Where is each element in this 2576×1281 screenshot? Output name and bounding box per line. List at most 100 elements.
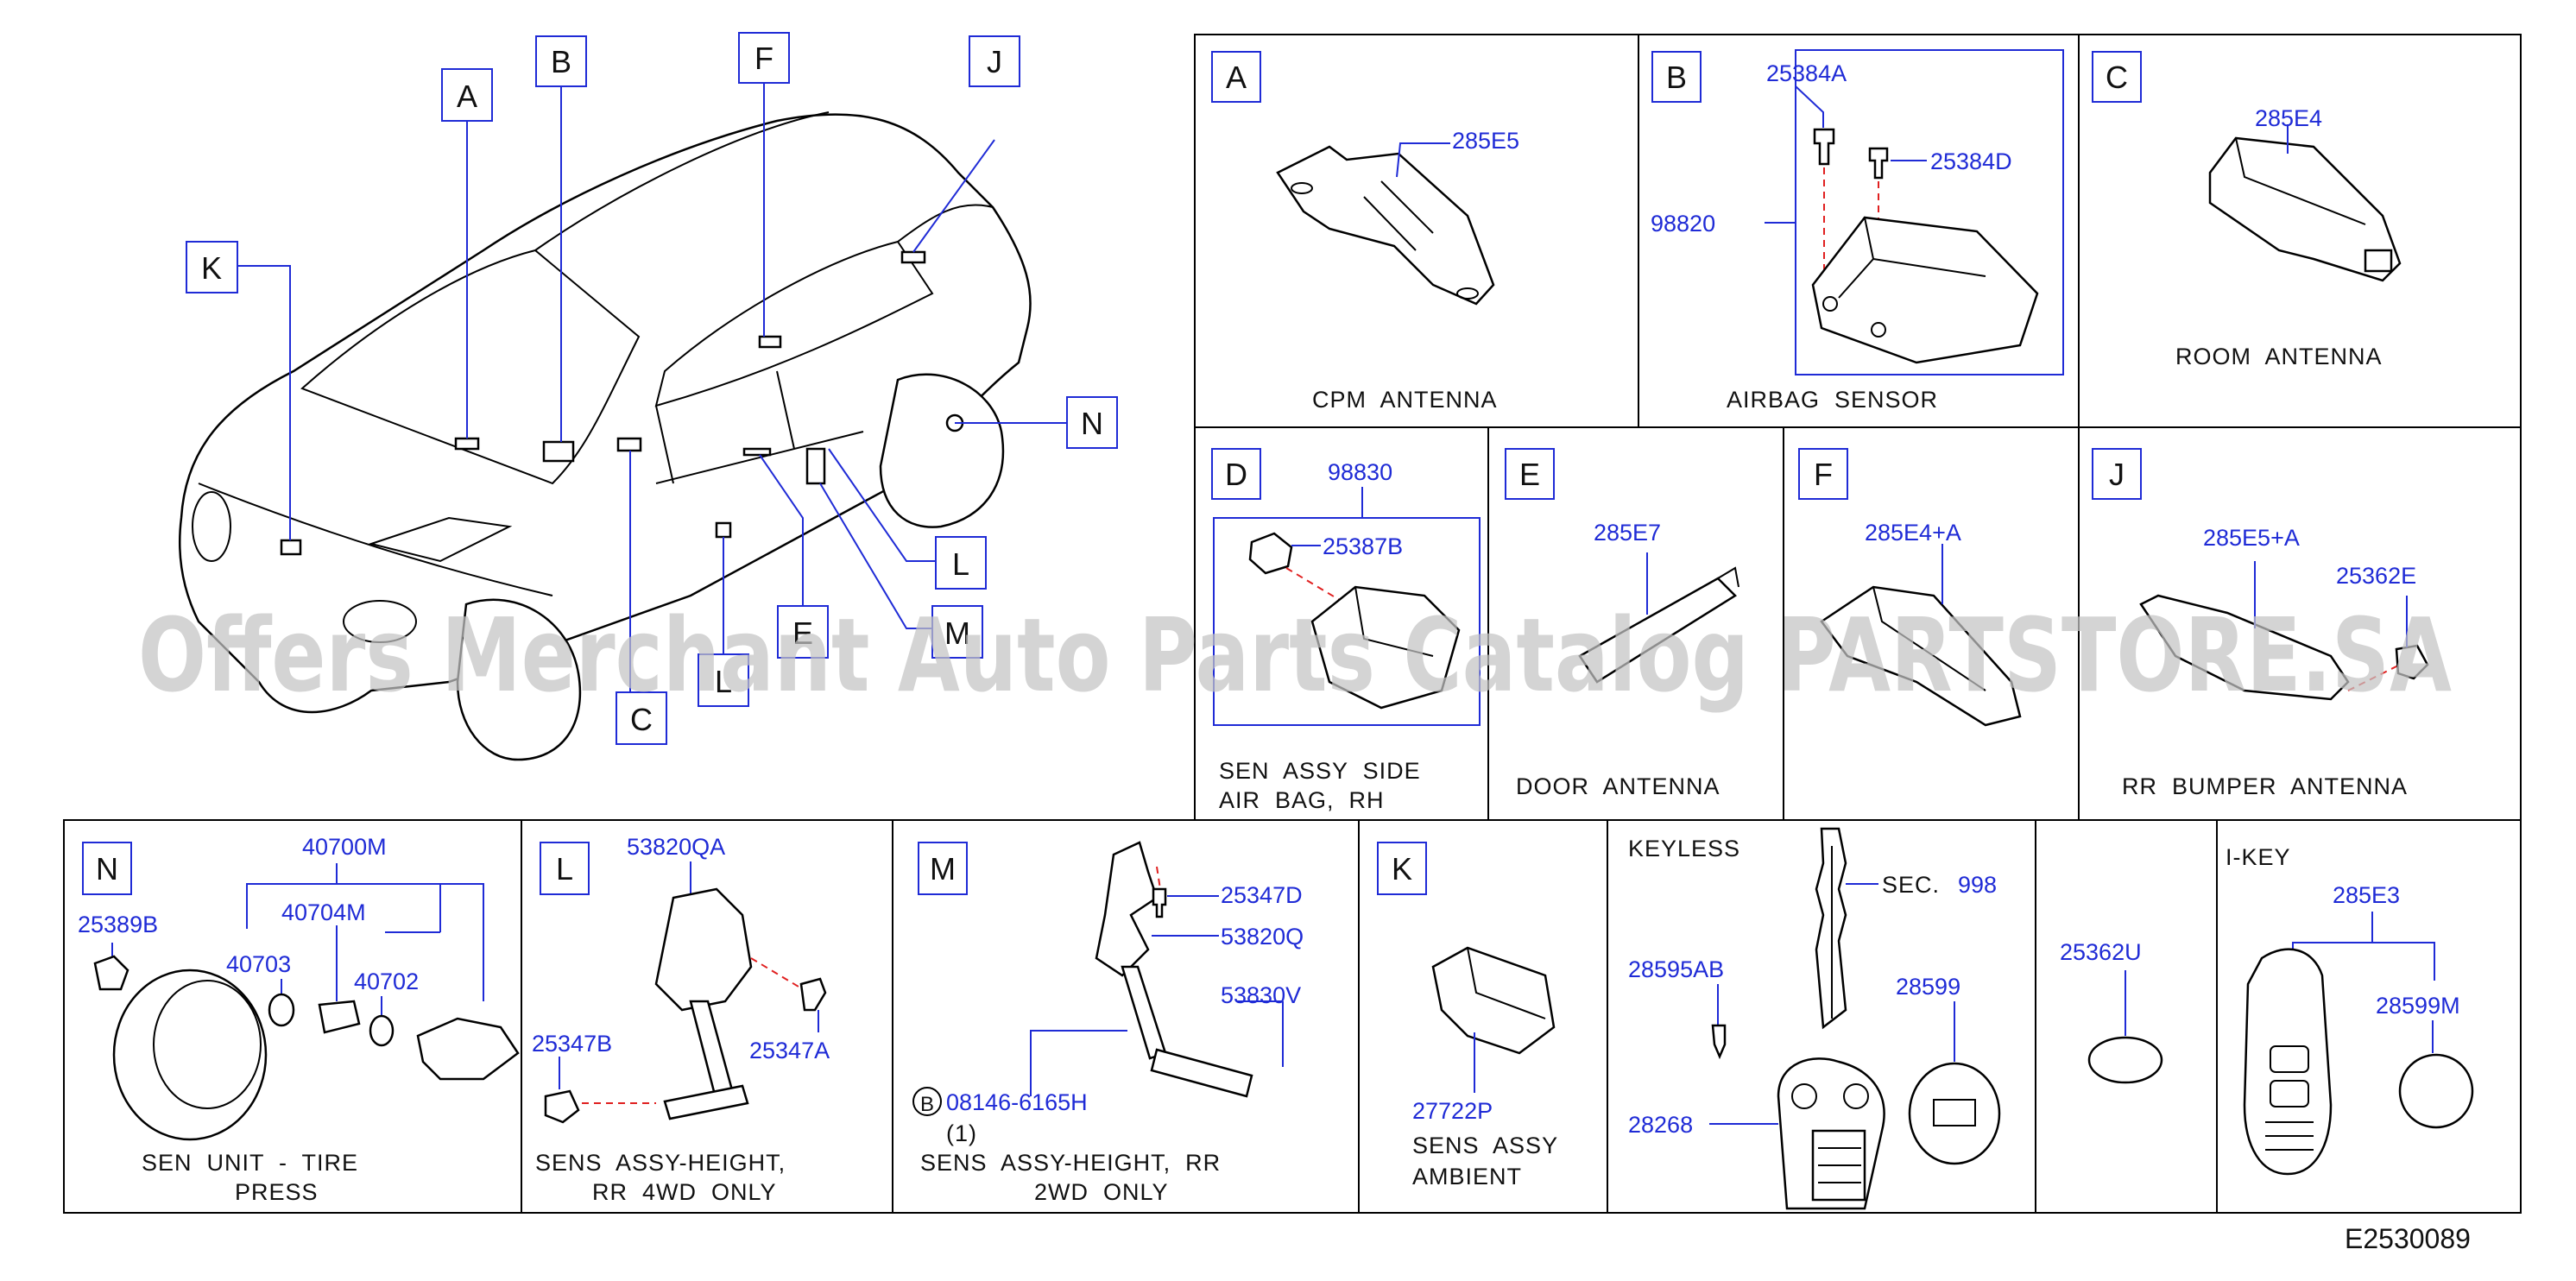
door-antenna-part (1578, 577, 1737, 684)
svg-text:L: L (952, 546, 969, 582)
svg-text:K: K (1392, 851, 1412, 887)
car-body-outline (178, 113, 1032, 714)
callout-A: A (441, 68, 493, 122)
car-part-B (542, 440, 575, 463)
svg-text:25362U: 25362U (2060, 939, 2142, 965)
svg-text:285E3: 285E3 (2333, 882, 2400, 908)
svg-text:53830V: 53830V (1221, 982, 1301, 1008)
svg-text:25387B: 25387B (1323, 533, 1403, 559)
svg-text:AIRBAG SENSOR: AIRBAG SENSOR (1727, 387, 1938, 413)
airbag-sensor-part (1811, 216, 2039, 364)
callout-M: M (931, 605, 983, 659)
callout-N: N (1066, 396, 1118, 449)
svg-text:M: M (930, 851, 956, 887)
callout-E: E (777, 605, 829, 659)
svg-text:98820: 98820 (1651, 211, 1715, 237)
panel-J: J 285E5+A 25362E RR BUMPER ANTENNA (2092, 448, 2429, 799)
svg-text:40703: 40703 (226, 951, 291, 977)
svg-text:SENS ASSY: SENS ASSY (1412, 1133, 1558, 1158)
diagram-id: E2530089 (2345, 1223, 2471, 1254)
panel-keyless: KEYLESS SEC. 998 28595AB 28599 28268 (1628, 827, 2001, 1210)
callout-C: C (616, 691, 667, 745)
panel-E: E 285E7 DOOR ANTENNA (1505, 448, 1739, 799)
svg-text:28268: 28268 (1628, 1112, 1693, 1138)
svg-text:C: C (2106, 60, 2128, 95)
svg-text:D: D (1225, 457, 1247, 492)
panel-grid (63, 34, 2522, 1214)
car-part-K (280, 539, 302, 556)
svg-text:A: A (457, 79, 477, 114)
svg-text:RR BUMPER ANTENNA: RR BUMPER ANTENNA (2122, 773, 2408, 799)
svg-text:53820QA: 53820QA (627, 834, 725, 860)
svg-text:F: F (754, 41, 773, 76)
car-rear-line (897, 204, 994, 243)
svg-text:28599: 28599 (1896, 974, 1960, 1000)
side-airbag-sensor-part (1310, 585, 1461, 710)
svg-text:E: E (792, 615, 813, 651)
svg-text:40700M: 40700M (302, 834, 387, 860)
rr-bumper-antenna-part (2139, 594, 2350, 701)
panel-ikey: I-KEY 285E3 28599M (2226, 844, 2474, 1176)
svg-text:SEC.: SEC. (1882, 872, 1940, 898)
svg-text:285E5: 285E5 (1452, 128, 1519, 154)
panel-M: M 25347D 53820Q 53830V B 08146-6165H (1)… (912, 841, 1304, 1205)
car-part-A (454, 437, 480, 451)
svg-text:E: E (1519, 457, 1540, 492)
height-sensor-2wd-part (1095, 841, 1159, 977)
svg-text:M: M (944, 615, 970, 651)
car-headlight-right (192, 491, 231, 562)
svg-text:25384D: 25384D (1930, 148, 2012, 174)
panel-L: L 53820QA 25347A 25347B SENS ASSY-HEIGHT… (532, 834, 830, 1205)
svg-text:ROOM ANTENNA: ROOM ANTENNA (2175, 344, 2383, 369)
svg-text:40702: 40702 (354, 969, 419, 994)
svg-text:J: J (2109, 457, 2125, 492)
svg-text:F: F (1814, 457, 1833, 492)
vehicle-overview (178, 111, 1032, 761)
cpm-antenna-part (1276, 145, 1495, 306)
callout-L-right: L (935, 536, 987, 590)
car-hood-line (198, 483, 553, 596)
svg-text:28595AB: 28595AB (1628, 956, 1724, 982)
car-roof-line (534, 111, 830, 251)
callout-B: B (535, 35, 587, 87)
svg-text:KEYLESS: KEYLESS (1628, 836, 1740, 861)
svg-text:L: L (556, 851, 573, 887)
svg-text:40704M: 40704M (281, 899, 366, 925)
svg-text:SENS ASSY-HEIGHT, RR: SENS ASSY-HEIGHT, RR (920, 1150, 1221, 1176)
antenna-F-part (1820, 585, 2022, 727)
car-windshield (300, 249, 641, 485)
car-rear-wheel (879, 373, 1005, 528)
svg-text:N: N (1081, 406, 1103, 441)
panel-A: A 285E5 CPM ANTENNA (1211, 51, 1519, 413)
callout-L-left: L (698, 653, 749, 707)
car-part-J (900, 250, 926, 264)
svg-text:285E7: 285E7 (1594, 520, 1661, 546)
intelligent-key-fob-part (2243, 948, 2333, 1176)
panel-B: B 25384A 25384D 98820 AIRBAG SENSOR (1651, 49, 2064, 413)
svg-text:B: B (920, 1093, 934, 1116)
car-part-M (805, 447, 826, 485)
svg-text:A: A (1226, 60, 1247, 95)
svg-text:AIR BAG, RH: AIR BAG, RH (1219, 787, 1385, 813)
car-part-L (715, 521, 732, 539)
car-part-F (758, 335, 782, 349)
car-door-line (655, 370, 864, 484)
car-headlight-left (343, 600, 417, 643)
watermark-text: Offers Merchant Auto Parts Catalog PARTS… (138, 596, 2452, 715)
svg-text:B: B (1666, 60, 1687, 95)
car-part-E (742, 447, 772, 457)
svg-text:SEN ASSY SIDE: SEN ASSY SIDE (1219, 758, 1421, 784)
tpms-sensor-part (416, 1017, 520, 1081)
svg-text:08146-6165H: 08146-6165H (946, 1089, 1088, 1115)
panel-F: F 285E4+A (1798, 448, 2022, 727)
panel-K: K 27722P SENS ASSY AMBIENT (1377, 842, 1558, 1190)
svg-text:(1): (1) (946, 1120, 977, 1146)
svg-text:CPM ANTENNA: CPM ANTENNA (1312, 387, 1498, 413)
panel-25362U: 25362U (2060, 939, 2163, 1084)
svg-text:25362E: 25362E (2336, 563, 2416, 589)
car-side-window (654, 240, 934, 407)
tire-wheel-part (112, 969, 268, 1141)
svg-text:C: C (630, 702, 653, 737)
